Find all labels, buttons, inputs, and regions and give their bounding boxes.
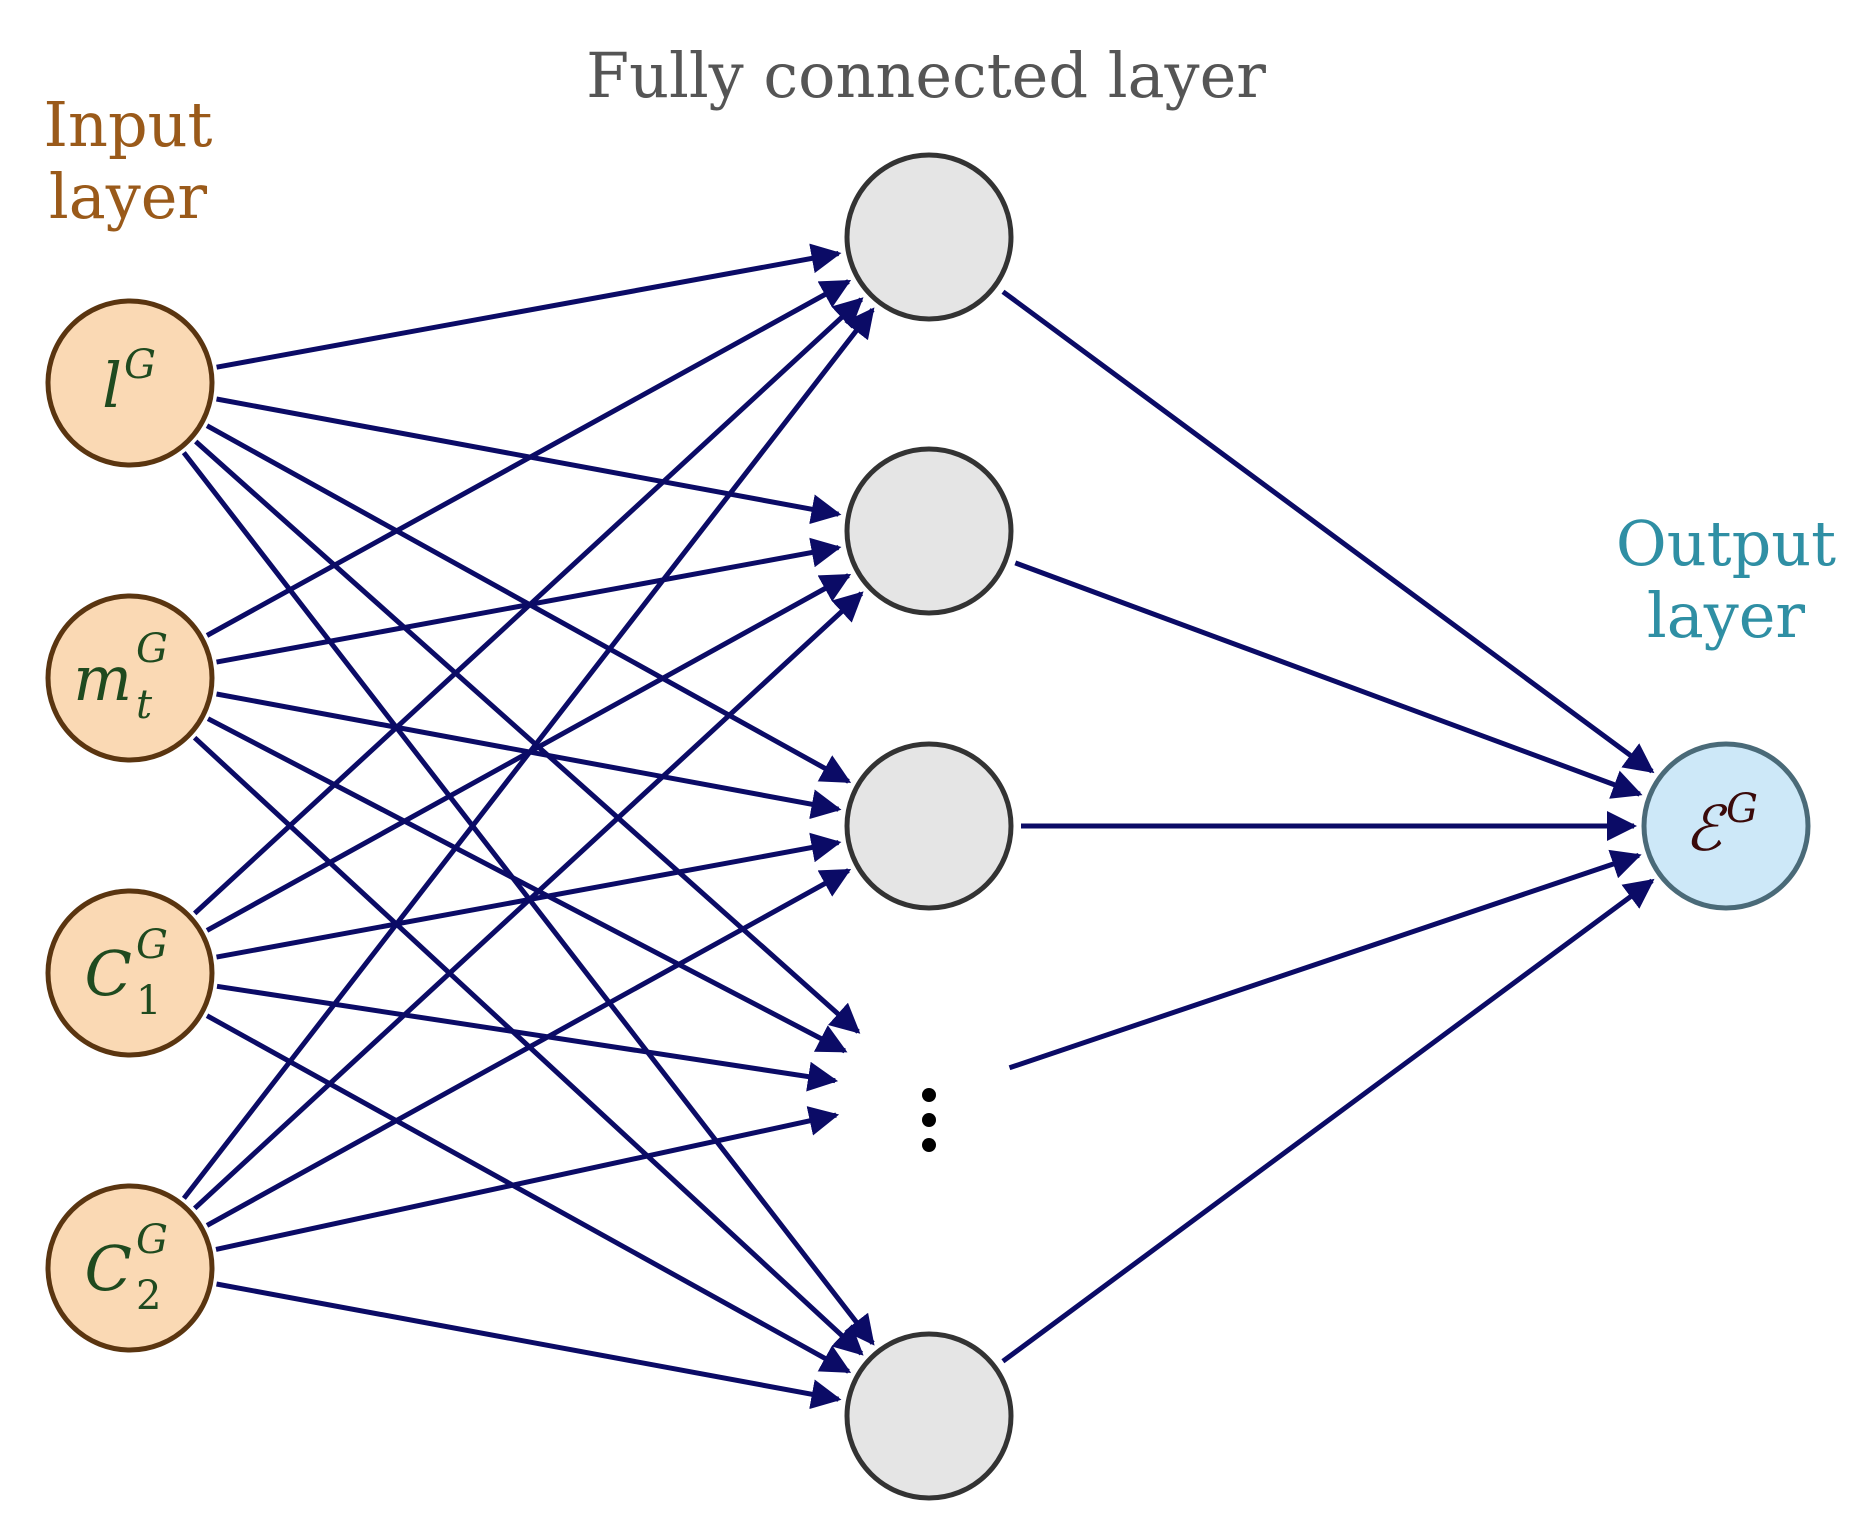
hidden-node [844,446,1014,616]
input-layer-title-line2: layer [49,160,208,233]
input-layer-title-line1: Input [44,88,213,161]
input-node-symbol: C [85,937,132,1010]
output-layer-title-line1: Output [1616,507,1836,580]
input-node-m: m G t [45,593,215,763]
input-to-hidden-edge [216,983,839,1092]
input-node-subscript: t [136,682,153,728]
input-node-c1: C G 1 [45,888,215,1058]
output-node: ℰ G [1641,741,1811,911]
input-node-superscript: G [124,342,156,388]
input-node-superscript: G [136,1217,168,1263]
input-to-hidden-edge [216,243,842,370]
hidden-to-output-edge [1001,289,1655,774]
input-node-symbol: m [73,642,132,715]
input-to-hidden-edge [206,716,848,1054]
input-node-subscript: 1 [136,978,161,1024]
input-to-hidden-edge [205,868,852,1228]
connections [181,243,1655,1410]
input-to-hidden-edge [205,1013,852,1374]
input-nodes: l G m G t C G 1 C G 2 [45,298,215,1353]
input-to-hidden-edge [205,279,852,638]
input-to-hidden-edge [181,307,875,1200]
hidden-node [844,1331,1014,1501]
input-node-superscript: G [136,922,168,968]
input-to-hidden-edge [193,591,864,1211]
input-node-l: l G [45,298,215,468]
hidden-to-output-edge [1008,849,1642,1071]
hidden-node [844,741,1014,911]
input-to-hidden-edge [193,297,864,916]
hidden-layer-title: Fully connected layer [586,39,1266,112]
output-node-symbol: ℰ [1684,792,1727,865]
input-node-superscript: G [136,626,168,672]
input-to-hidden-edge [215,1106,840,1252]
hidden-node [844,152,1014,322]
input-node-subscript: 2 [136,1273,161,1319]
input-node-c2: C G 2 [45,1183,215,1353]
input-node-symbol: C [85,1232,132,1305]
hidden-to-output-edge [1014,560,1643,799]
input-node-symbol: l [102,349,122,422]
output-node-superscript: G [1726,786,1758,832]
hidden-to-output-edge [1001,878,1655,1364]
output-layer-title-line2: layer [1647,579,1806,652]
hidden-nodes [844,152,1014,1501]
input-to-hidden-edge [194,439,861,1034]
input-to-hidden-edge [216,1281,842,1410]
vertical-ellipsis-icon [922,1088,936,1152]
